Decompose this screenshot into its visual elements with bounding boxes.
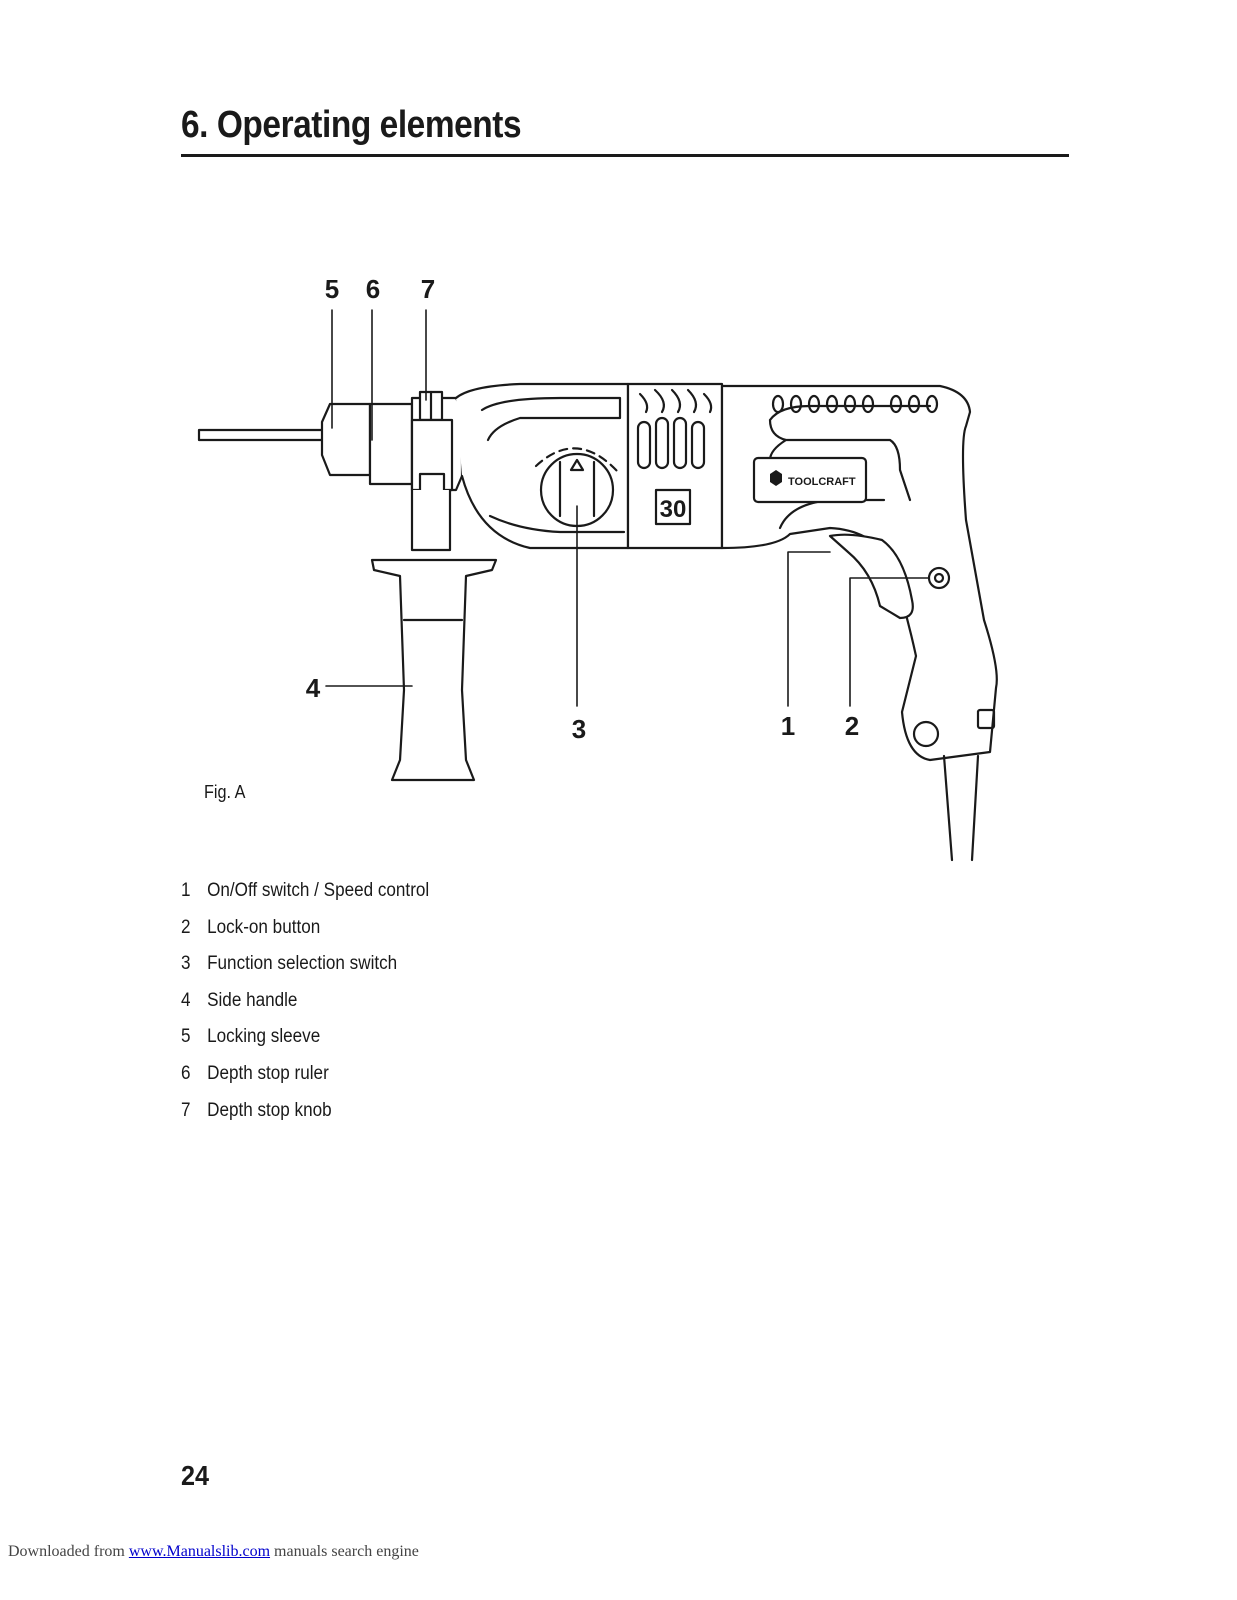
legend-number: 3 bbox=[181, 953, 191, 975]
list-item: 6 Depth stop ruler bbox=[181, 1063, 429, 1100]
parts-legend: 1 On/Off switch / Speed control 2 Lock-on … bbox=[181, 880, 457, 1136]
page-number: 24 bbox=[181, 1460, 210, 1491]
list-item: 4 Side handle bbox=[181, 990, 429, 1027]
callout-5: 5 bbox=[325, 274, 339, 304]
side-handle bbox=[370, 558, 498, 782]
callout-2: 2 bbox=[845, 711, 859, 741]
footer-suffix: manuals search engine bbox=[270, 1543, 419, 1560]
legend-label: Lock-on button bbox=[207, 916, 321, 938]
legend-number: 6 bbox=[181, 1062, 191, 1084]
title-rule bbox=[181, 154, 1069, 157]
list-item: 3 Function selection switch bbox=[181, 953, 429, 990]
legend-number: 7 bbox=[181, 1099, 191, 1121]
list-item: 2 Lock-on button bbox=[181, 917, 429, 954]
callout-7: 7 bbox=[421, 274, 435, 304]
brand-plate bbox=[752, 456, 868, 504]
list-item: 5 Locking sleeve bbox=[181, 1026, 429, 1063]
callout-1: 1 bbox=[781, 711, 795, 741]
callout-6: 6 bbox=[366, 274, 380, 304]
rotary-hammer-illustration: TOOLCRAFT 30 5 6 7 4 3 1 2 bbox=[197, 274, 998, 862]
toolcraft-logo-icon bbox=[770, 470, 782, 486]
legend-label: Function selection switch bbox=[207, 953, 398, 975]
legend-number: 2 bbox=[181, 916, 191, 938]
download-footer: Downloaded from www.Manualslib.com manua… bbox=[8, 1543, 419, 1561]
callout-3: 3 bbox=[572, 714, 586, 744]
list-item: 1 On/Off switch / Speed control bbox=[181, 880, 429, 917]
locking-sleeve bbox=[320, 402, 372, 477]
legend-label: Side handle bbox=[207, 989, 298, 1011]
page-title: 6. Operating elements bbox=[181, 104, 522, 146]
legend-label: On/Off switch / Speed control bbox=[207, 880, 430, 901]
callout-4: 4 bbox=[306, 673, 321, 703]
list-item: 7 Depth stop knob bbox=[181, 1100, 429, 1137]
footer-prefix: Downloaded from bbox=[8, 1543, 129, 1560]
badge-text: 30 bbox=[660, 496, 687, 523]
brand-logo-text: TOOLCRAFT bbox=[788, 476, 856, 488]
legend-number: 4 bbox=[181, 989, 191, 1011]
lock-on-button bbox=[927, 566, 951, 590]
manualslib-link[interactable]: www.Manualslib.com bbox=[128, 1543, 271, 1560]
legend-number: 1 bbox=[181, 880, 191, 901]
legend-label: Depth stop ruler bbox=[207, 1062, 329, 1084]
on-off-switch bbox=[828, 533, 914, 620]
legend-number: 5 bbox=[181, 1026, 191, 1048]
legend-label: Locking sleeve bbox=[207, 1026, 321, 1048]
legend-label: Depth stop knob bbox=[207, 1099, 332, 1121]
figure-caption: Fig. A bbox=[204, 782, 246, 802]
